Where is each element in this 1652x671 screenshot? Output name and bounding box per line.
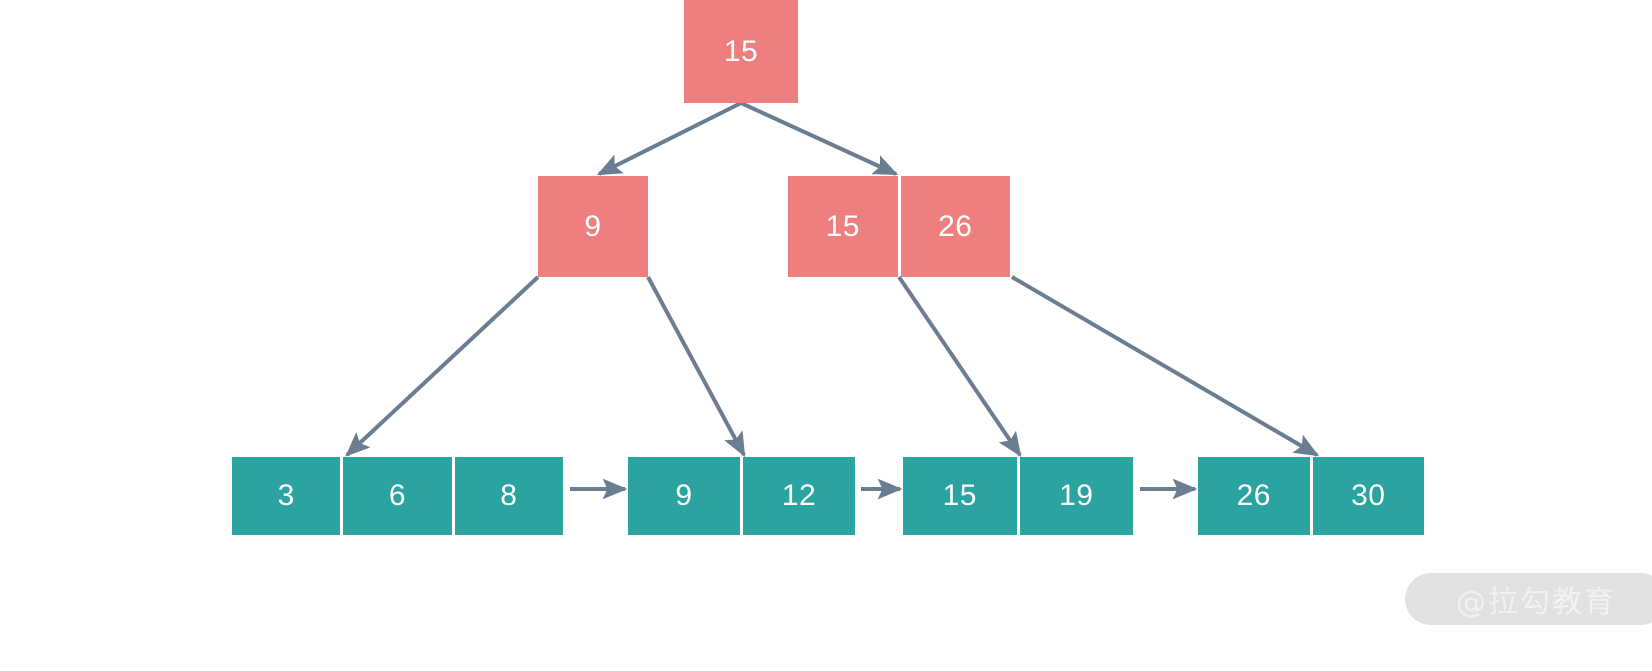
leaf-node: 9 12 [628,457,855,535]
key-value: 15 [942,479,977,512]
leaf-key-cell: 12 [743,457,855,535]
key-value: 9 [675,479,693,512]
leaf-key-cell: 8 [454,457,563,535]
leaf-node: 3 6 8 [232,457,563,535]
leaf-key-cell: 15 [903,457,1017,535]
internal-key-cell: 9 [538,176,648,277]
leaf-key-cell: 26 [1198,457,1310,535]
tree-edge-arrow [646,276,746,458]
leaf-node: 26 30 [1198,457,1424,535]
leaf-key-cell: 6 [343,457,452,535]
tree-edge-arrow [897,275,1022,457]
key-value: 3 [277,479,295,512]
key-value: 15 [723,34,759,68]
root-node: 15 [684,0,798,103]
tree-edge-arrow [596,101,742,176]
watermark-badge: @拉勾教育 [1405,573,1652,625]
tree-edge-arrow [740,101,899,176]
leaf-key-cell: 9 [628,457,740,535]
key-value: 19 [1059,479,1094,512]
watermark-text: @拉勾教育 [1456,585,1616,620]
tree-edges [345,101,1320,458]
internal-key-cell: 15 [788,176,898,277]
key-value: 9 [584,209,602,243]
internal-key-cell: 15 [684,0,798,103]
key-value: 26 [938,209,973,243]
key-value: 30 [1351,479,1386,512]
leaf-key-cell: 3 [232,457,341,535]
key-value: 8 [500,479,518,512]
key-value: 15 [825,209,860,243]
key-value: 26 [1236,479,1271,512]
internal-key-cell: 26 [900,176,1010,277]
key-value: 12 [781,479,817,512]
leaf-key-cell: 30 [1312,457,1424,535]
internal-node: 9 [538,176,648,277]
leaf-key-cell: 19 [1019,457,1133,535]
tree-edge-arrow [1010,275,1320,457]
tree-edge-arrow [345,275,540,457]
key-value: 6 [388,479,407,512]
